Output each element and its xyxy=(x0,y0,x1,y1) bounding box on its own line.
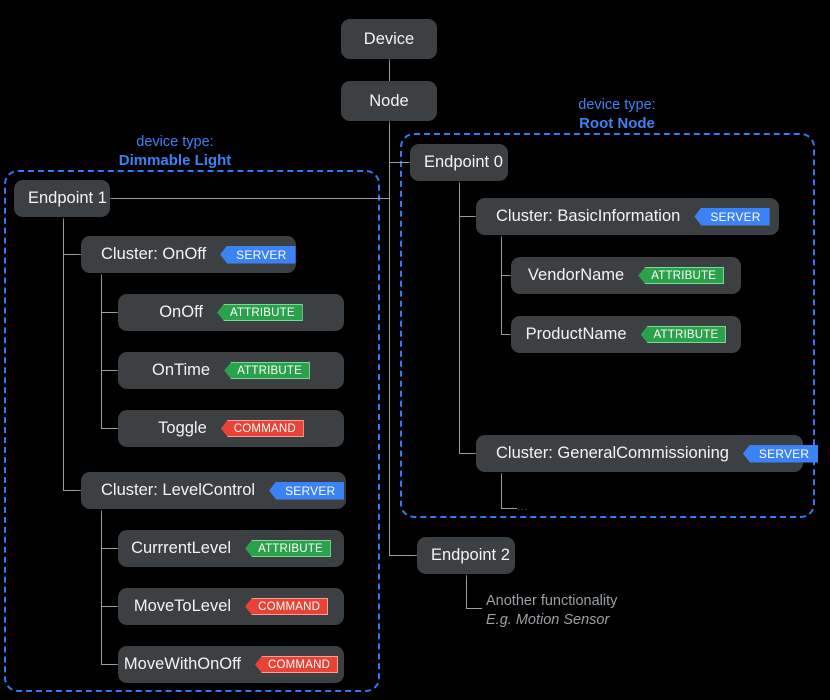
device-type-caption-dimmable-light: device type: Dimmable Light xyxy=(100,134,250,170)
node-movetolevel-command[interactable]: MoveToLevel COMMAND xyxy=(118,588,344,625)
connector-levelcontrol-to-movetolevel xyxy=(101,606,119,607)
node-cluster-basicinformation[interactable]: Cluster: BasicInformation SERVER xyxy=(476,198,779,235)
connector-onoff-to-ontime-attr xyxy=(101,370,119,371)
connector-onoff-to-onoff-attr xyxy=(101,312,119,313)
connector-endpoint-1-to-onoff xyxy=(63,254,81,255)
ontime-attribute-label: OnTime xyxy=(152,361,211,379)
node-movewithonoff-command[interactable]: MoveWithOnOff COMMAND xyxy=(118,646,344,683)
connector-endpoint-2-stub-h xyxy=(466,608,482,609)
connector-levelcontrol-children-spine xyxy=(101,510,102,664)
node-vendorname-attribute[interactable]: VendorName ATTRIBUTE xyxy=(511,257,741,294)
endpoint-1-label: Endpoint 1 xyxy=(28,189,107,207)
node-ontime-attribute[interactable]: OnTime ATTRIBUTE xyxy=(118,352,344,389)
cluster-levelcontrol-label: Cluster: LevelControl xyxy=(101,481,256,499)
node-device-label: Device xyxy=(363,29,415,48)
server-badge: SERVER xyxy=(220,245,296,264)
command-badge: COMMAND xyxy=(254,656,339,673)
node-endpoint-2[interactable]: Endpoint 2 xyxy=(417,537,515,574)
connector-trunk-to-endpoint-1 xyxy=(110,198,390,199)
connector-basicinformation-to-productname xyxy=(501,334,517,335)
toggle-command-label: Toggle xyxy=(158,419,207,437)
cluster-generalcommissioning-label: Cluster: GeneralCommissioning xyxy=(496,444,729,462)
productname-attribute-label: ProductName xyxy=(525,325,627,343)
movetolevel-command-label: MoveToLevel xyxy=(133,597,232,615)
currentlevel-attribute-label: CurrrentLevel xyxy=(131,539,232,557)
node-device[interactable]: Device xyxy=(341,19,437,59)
endpoint-2-note-line2: E.g. Motion Sensor xyxy=(486,612,610,629)
connector-endpoint-0-to-generalcommissioning xyxy=(459,453,477,454)
attribute-badge: ATTRIBUTE xyxy=(224,362,310,379)
onoff-attribute-label: OnOff xyxy=(159,303,203,321)
endpoint-0-label: Endpoint 0 xyxy=(424,153,503,171)
endpoint-2-note: Another functionality E.g. Motion Sensor xyxy=(486,592,617,630)
attribute-badge: ATTRIBUTE xyxy=(638,267,725,284)
connector-node-trunk xyxy=(389,121,390,555)
cluster-onoff-label: Cluster: OnOff xyxy=(101,245,207,263)
node-endpoint-0[interactable]: Endpoint 0 xyxy=(410,144,508,181)
node-cluster-onoff[interactable]: Cluster: OnOff SERVER xyxy=(81,236,296,273)
node-node[interactable]: Node xyxy=(341,81,437,121)
connector-onoff-children-spine xyxy=(101,274,102,428)
node-onoff-attribute[interactable]: OnOff ATTRIBUTE xyxy=(118,294,344,331)
cluster-basicinformation-label: Cluster: BasicInformation xyxy=(496,207,681,225)
movewithonoff-command-label: MoveWithOnOff xyxy=(123,655,241,673)
endpoint-2-label: Endpoint 2 xyxy=(431,546,510,564)
connector-onoff-to-toggle-cmd xyxy=(101,428,119,429)
vendorname-attribute-label: VendorName xyxy=(527,266,625,284)
device-type-caption-root-node: device type: Root Node xyxy=(542,97,692,133)
command-badge: COMMAND xyxy=(220,420,304,437)
node-node-label: Node xyxy=(369,91,409,110)
connector-endpoint-1-spine xyxy=(63,218,64,490)
attribute-badge: ATTRIBUTE xyxy=(245,540,331,557)
connector-basicinformation-children-spine xyxy=(501,236,502,335)
server-badge: SERVER xyxy=(694,207,770,226)
node-cluster-levelcontrol[interactable]: Cluster: LevelControl SERVER xyxy=(81,472,346,509)
device-type-label: device type: xyxy=(578,97,656,113)
device-type-label: device type: xyxy=(136,134,214,150)
device-type-value: Root Node xyxy=(579,114,655,132)
node-endpoint-1[interactable]: Endpoint 1 xyxy=(14,180,110,217)
connector-generalcommissioning-stub xyxy=(501,473,502,508)
device-type-container-root-node xyxy=(400,133,815,518)
node-toggle-command[interactable]: Toggle COMMAND xyxy=(118,410,344,447)
node-cluster-generalcommissioning[interactable]: Cluster: GeneralCommissioning SERVER xyxy=(476,435,819,472)
node-productname-attribute[interactable]: ProductName ATTRIBUTE xyxy=(511,316,741,353)
connector-endpoint-1-to-levelcontrol xyxy=(63,490,81,491)
connector-trunk-to-endpoint-2 xyxy=(389,555,417,556)
connector-endpoint-0-to-basicinformation xyxy=(459,216,477,217)
device-type-container-dimmable-light xyxy=(4,170,380,692)
connector-basicinformation-to-vendorname xyxy=(501,275,517,276)
command-badge: COMMAND xyxy=(245,598,329,615)
attribute-badge: ATTRIBUTE xyxy=(640,326,727,343)
connector-generalcommissioning-stub-h xyxy=(501,508,517,509)
attribute-badge: ATTRIBUTE xyxy=(216,304,303,321)
server-badge: SERVER xyxy=(269,481,345,500)
connector-endpoint-0-spine xyxy=(459,182,460,453)
server-badge: SERVER xyxy=(742,444,819,463)
connector-endpoint-2-stub xyxy=(466,575,467,608)
connector-trunk-to-endpoint-0 xyxy=(389,162,411,163)
connector-device-to-node xyxy=(389,59,390,81)
node-currentlevel-attribute[interactable]: CurrrentLevel ATTRIBUTE xyxy=(118,530,344,567)
endpoint-2-note-line1: Another functionality xyxy=(486,593,618,609)
device-type-value: Dimmable Light xyxy=(118,151,232,169)
generalcommissioning-ellipsis: ... xyxy=(517,502,529,513)
connector-levelcontrol-to-currentlevel xyxy=(101,548,119,549)
connector-levelcontrol-to-movewithonoff xyxy=(101,664,119,665)
